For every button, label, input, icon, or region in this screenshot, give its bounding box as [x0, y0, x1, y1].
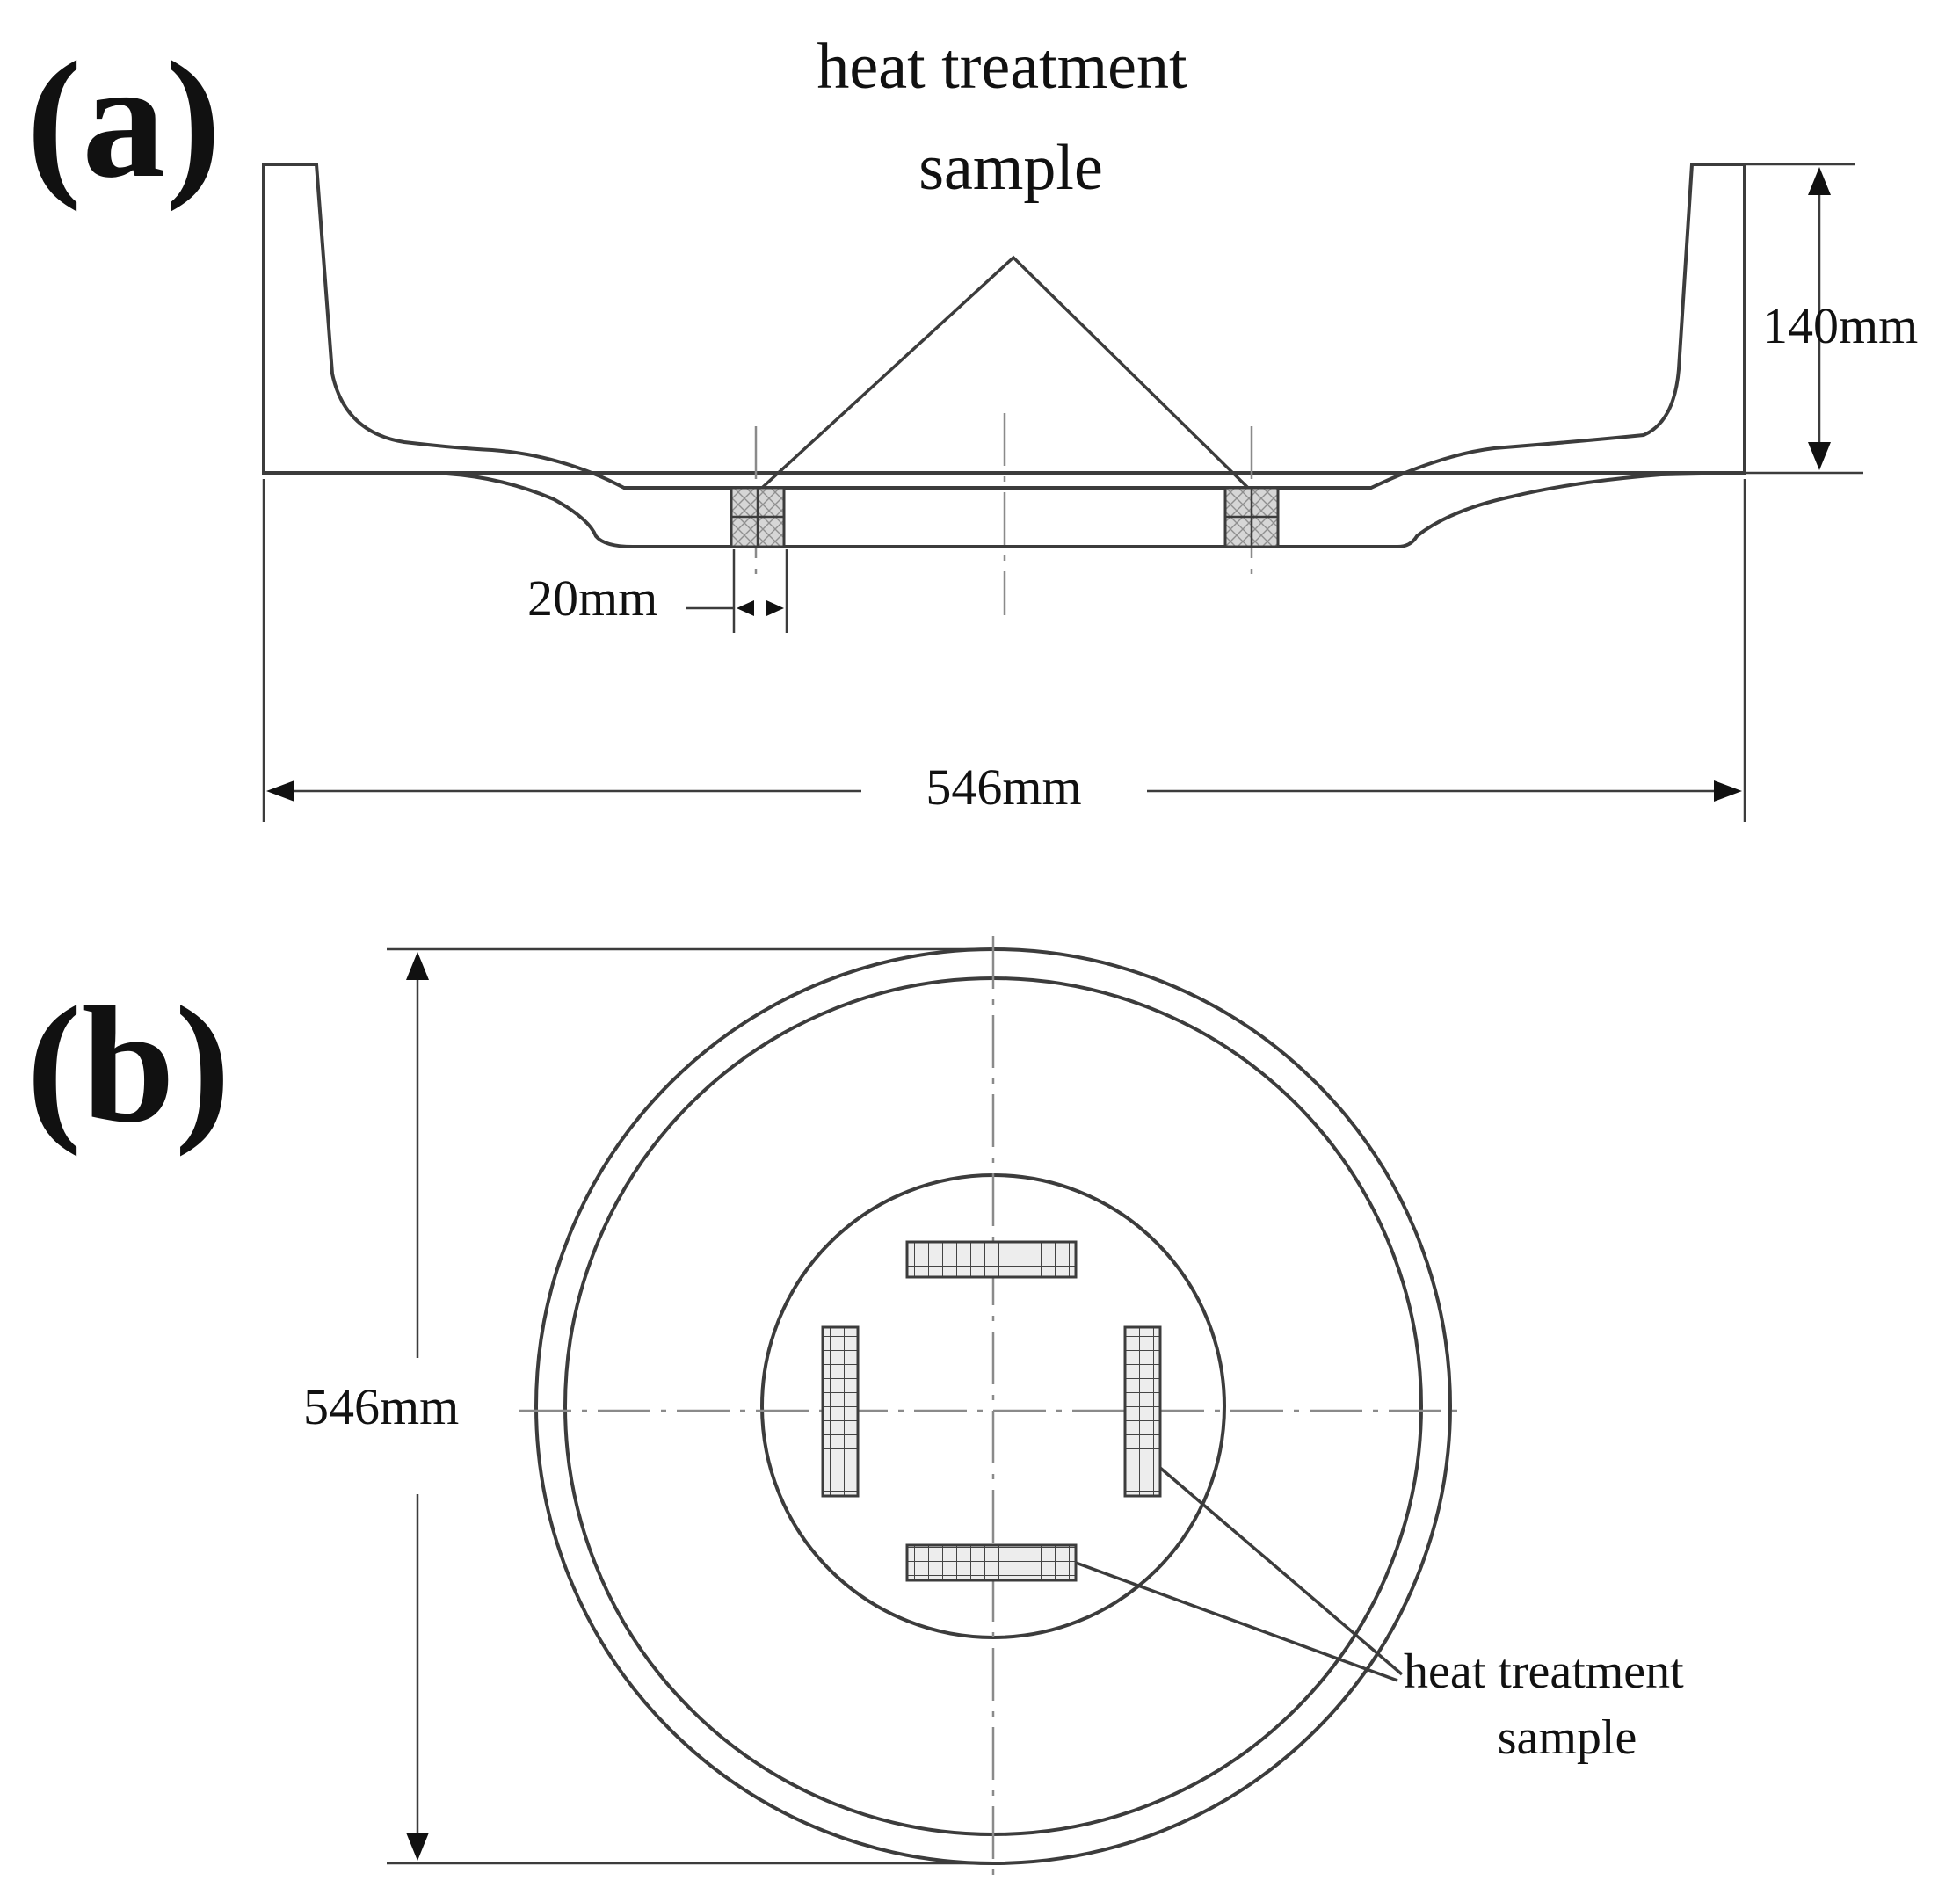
arrow-icon: [406, 1833, 429, 1861]
height-dimension: 140mm: [1745, 163, 1918, 475]
wheel-outer-circle: [534, 947, 1452, 1865]
left-heat-treatment-sample: [821, 1325, 860, 1498]
top-heat-treatment-sample: [905, 1240, 1078, 1279]
wheel-hub-lower: [264, 471, 1746, 548]
panel-b-callout-leader-right: [1158, 1466, 1404, 1676]
panel-b-callout-leader-bottom: [1075, 1561, 1398, 1682]
arrow-icon: [1808, 167, 1831, 195]
arrow-icon: [1808, 442, 1831, 470]
sample-width-dimension: 20mm: [527, 549, 788, 633]
panel-a-label: (a): [26, 28, 221, 213]
panel-b-label: (b): [26, 973, 230, 1158]
right-heat-treatment-sample: [1223, 486, 1280, 548]
arrow-icon: [737, 600, 754, 616]
panel-b-callout-line2: sample: [1498, 1710, 1637, 1765]
arrow-icon: [766, 600, 784, 616]
diameter-label: 546mm: [303, 1378, 459, 1435]
panel-b: (b) heat treatment sample 546mm: [26, 936, 1684, 1885]
panel-a: (a) heat treatment sample: [26, 28, 1918, 822]
overall-width-dimension: 546mm: [262, 479, 1746, 822]
height-dimension-label: 140mm: [1762, 297, 1918, 354]
arrow-icon: [266, 780, 294, 802]
right-heat-treatment-sample: [1123, 1325, 1162, 1498]
panel-a-callout-line2: sample: [918, 132, 1103, 204]
left-heat-treatment-sample: [730, 486, 786, 548]
overall-width-label: 546mm: [926, 759, 1081, 816]
panel-a-callout-leader: [760, 255, 1250, 490]
sample-width-label: 20mm: [527, 570, 657, 627]
arrow-icon: [406, 952, 429, 980]
diameter-dimension: 546mm: [303, 947, 984, 1865]
wheel-cross-section: [262, 163, 1746, 490]
panel-a-callout-line1: heat treatment: [817, 31, 1187, 103]
arrow-icon: [1714, 780, 1742, 802]
panel-b-callout-line1: heat treatment: [1404, 1644, 1684, 1699]
bottom-heat-treatment-sample: [905, 1543, 1078, 1582]
